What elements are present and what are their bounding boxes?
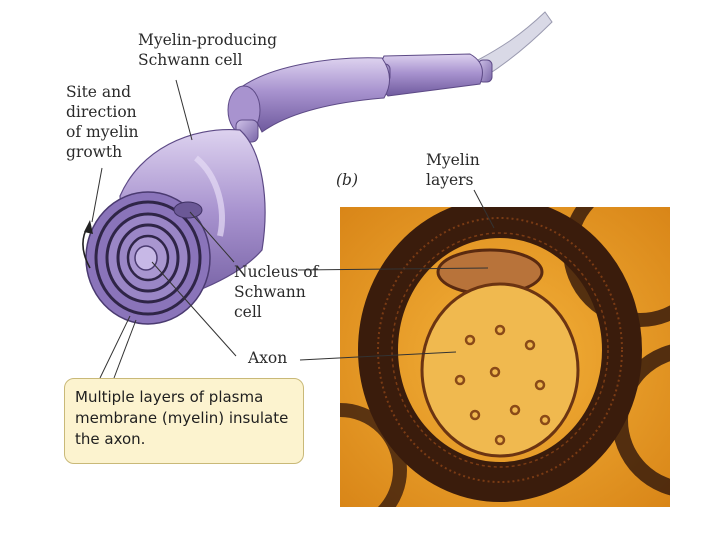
label-schwann-cell: Myelin-producing Schwann cell (138, 31, 278, 69)
schwann-segment-distal (375, 53, 493, 97)
label-nucleus: Nucleus of Schwann cell (234, 263, 319, 321)
micrograph (340, 207, 670, 507)
axon-tail (477, 11, 553, 77)
label-axon: Axon (248, 349, 288, 367)
schwann-nucleus (173, 201, 203, 219)
label-panel-b: (b) (336, 171, 359, 189)
label-myelin-layers: Myelin layers (426, 151, 480, 189)
label-site-direction: Site and direction of myelin growth (66, 83, 139, 161)
callout-box: Multiple layers of plasma membrane (myel… (64, 378, 304, 464)
schwann-segment-middle (239, 57, 390, 133)
leader-lines (91, 79, 495, 379)
